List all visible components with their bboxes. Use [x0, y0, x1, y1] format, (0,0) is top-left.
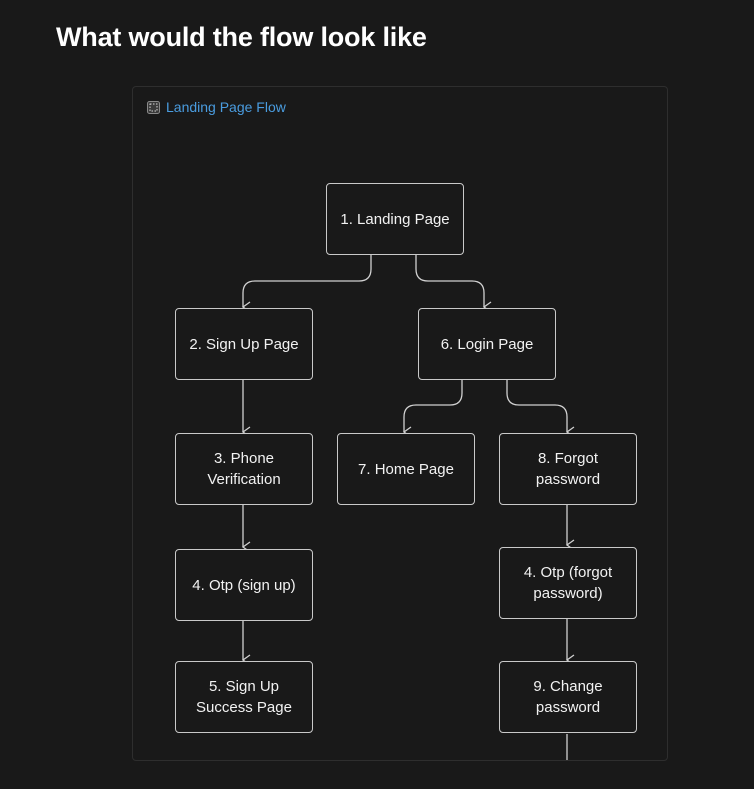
diagram-frame[interactable]: Landing Page Flow	[132, 86, 668, 761]
node-otp-sign-up[interactable]: 4. Otp (sign up)	[175, 549, 313, 621]
frame-title[interactable]: Landing Page Flow	[166, 99, 286, 115]
node-sign-up-page[interactable]: 2. Sign Up Page	[175, 308, 313, 380]
node-forgot-password[interactable]: 8. Forgot password	[499, 433, 637, 505]
connectors	[241, 255, 575, 760]
edge-landing-to-login	[415, 255, 492, 313]
edge-login-to-home	[402, 380, 463, 438]
node-change-password[interactable]: 9. Change password	[499, 661, 637, 733]
node-landing-page[interactable]: 1. Landing Page	[326, 183, 464, 255]
node-login-page[interactable]: 6. Login Page	[418, 308, 556, 380]
page-title: What would the flow look like	[56, 22, 427, 52]
node-sign-up-success-page[interactable]: 5. Sign Up Success Page	[175, 661, 313, 733]
edge-landing-to-signup	[241, 255, 372, 313]
node-otp-forgot-password[interactable]: 4. Otp (forgot password)	[499, 547, 637, 619]
node-home-page[interactable]: 7. Home Page	[337, 433, 475, 505]
frame-label[interactable]: Landing Page Flow	[147, 99, 286, 115]
node-phone-verification[interactable]: 3. Phone Verification	[175, 433, 313, 505]
edge-login-to-forgot	[506, 380, 575, 438]
frame-icon	[147, 100, 160, 114]
